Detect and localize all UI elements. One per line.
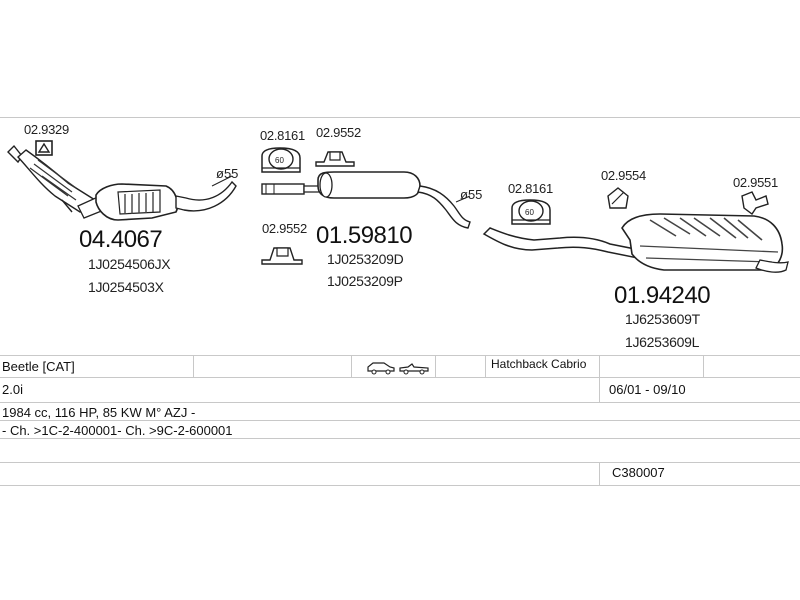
table-divider — [0, 485, 800, 486]
table-col-divider — [703, 355, 704, 377]
mid-diameter-label: ø55 — [460, 187, 483, 202]
table-col-divider — [435, 355, 436, 377]
table-divider — [0, 402, 800, 403]
middle-silencer-icon — [261, 171, 471, 229]
middle-silencer-part-number: 01.59810 — [316, 222, 413, 249]
catalyst-part-number: 04.4067 — [79, 226, 163, 253]
middle-silencer-oem-2: 1J0253209P — [327, 273, 403, 289]
mount-code-mid-lower: 02.9552 — [262, 221, 307, 236]
middle-silencer-oem-1: 1J0253209D — [327, 251, 404, 267]
body-types: Hatchback Cabrio — [491, 357, 587, 371]
clamp-ring-label: 60 — [275, 156, 284, 165]
table-col-divider — [599, 355, 600, 402]
front-diameter-label: ø55 — [216, 166, 239, 181]
table-divider — [0, 438, 800, 439]
table-row-model — [0, 355, 800, 378]
clamp-code-rear: 02.8161 — [508, 181, 553, 196]
table-col-divider — [599, 462, 600, 485]
gasket-code: 02.9329 — [24, 122, 69, 137]
table-divider — [0, 377, 800, 378]
production-years: 06/01 - 09/10 — [609, 382, 686, 397]
clamp-icon — [261, 147, 301, 173]
reference-code: C380007 — [612, 465, 665, 480]
table-divider — [0, 420, 800, 421]
rear-clamp-icon — [511, 199, 551, 225]
cabrio-car-icon — [399, 363, 429, 375]
hatchback-car-icon — [367, 362, 395, 375]
rubber-mount-icon — [315, 151, 355, 167]
hanger-icon — [607, 187, 629, 209]
engine-spec: 1984 cc, 116 HP, 85 KW M° AZJ - — [2, 405, 196, 420]
rear-silencer-oem-1: 1J6253609T — [625, 311, 700, 327]
catalyst-icon — [7, 144, 237, 221]
rear-silencer-part-number: 01.94240 — [614, 282, 711, 309]
rear-silencer-icon — [482, 213, 789, 273]
rubber-mount-lower-icon — [261, 247, 303, 265]
hanger-code-rear-2: 02.9551 — [733, 175, 778, 190]
clamp-code-mid: 02.8161 — [260, 128, 305, 143]
engine: 2.0i — [2, 382, 23, 397]
rear-hanger-icon — [741, 191, 769, 216]
rear-clamp-ring-label: 60 — [525, 208, 534, 217]
table-col-divider — [351, 355, 352, 377]
mount-code-mid-top: 02.9552 — [316, 125, 361, 140]
model-name: Beetle [CAT] — [2, 359, 75, 374]
exhaust-parts-drawing: 60 60 — [7, 140, 789, 273]
table-col-divider — [193, 355, 194, 377]
catalyst-oem-1: 1J0254506JX — [88, 256, 171, 272]
gasket-icon — [35, 140, 53, 156]
chassis-range: - Ch. >1C-2-400001- Ch. >9C-2-600001 — [2, 423, 233, 438]
table-col-divider — [485, 355, 486, 377]
catalyst-oem-2: 1J0254503X — [88, 279, 164, 295]
diagram-top-border — [0, 117, 800, 118]
rear-silencer-oem-2: 1J6253609L — [625, 334, 700, 350]
table-divider — [0, 462, 800, 463]
hanger-code-rear-1: 02.9554 — [601, 168, 646, 183]
